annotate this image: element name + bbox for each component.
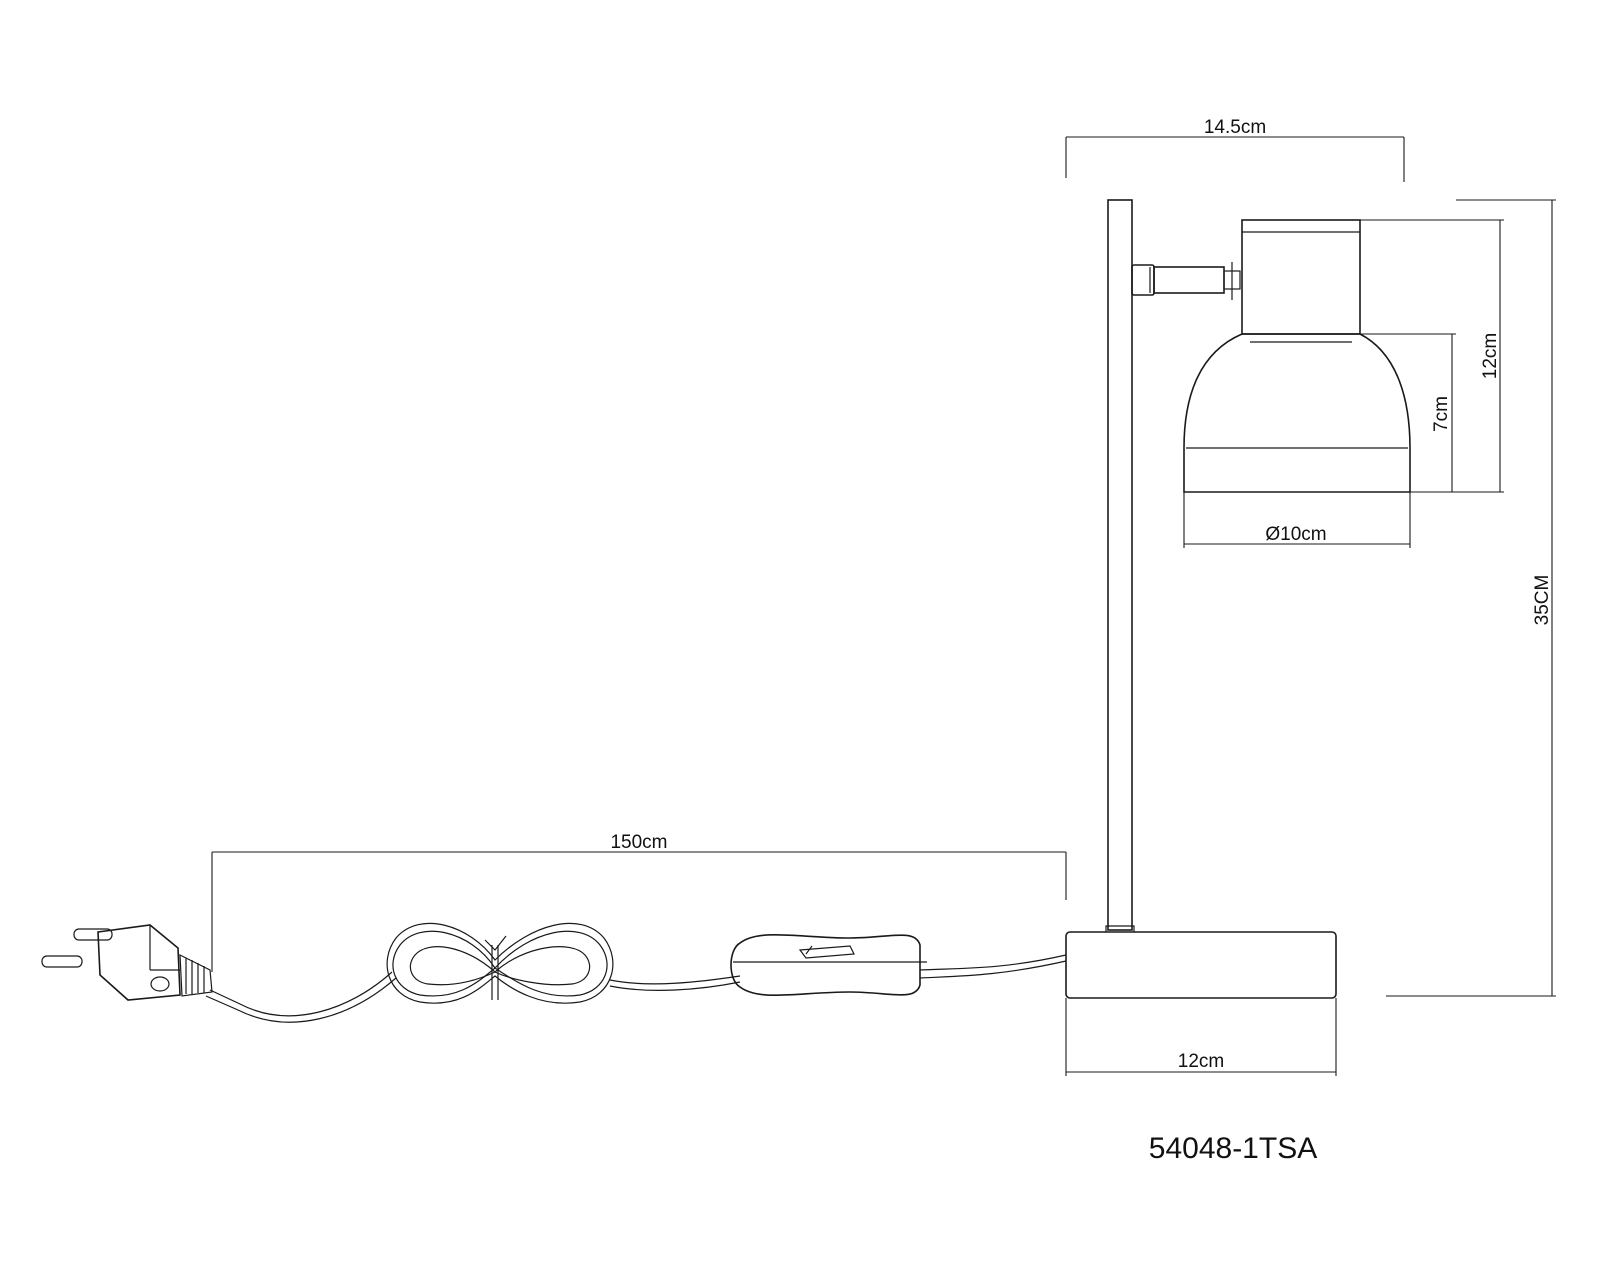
dimension-base-width: 12cm xyxy=(1065,998,1337,1076)
dimension-label-base-width: 12cm xyxy=(1178,1051,1224,1072)
power-cable xyxy=(205,954,1067,1023)
dimension-shade-width: 14.5cm xyxy=(1065,117,1405,182)
dimension-label-head-height: 12cm xyxy=(1480,333,1501,379)
lamp-head xyxy=(1131,219,1411,493)
plug xyxy=(41,924,213,1001)
dimension-label-cable-length: 150cm xyxy=(610,832,667,853)
dimension-cable-length: 150cm xyxy=(211,832,1067,972)
dimension-label-shade-diameter: Ø10cm xyxy=(1265,524,1326,545)
dimension-label-total-height: 35CM xyxy=(1532,575,1553,626)
dimension-total-height: 35CM xyxy=(1386,199,1556,997)
dimension-label-shade-width: 14.5cm xyxy=(1204,117,1266,138)
dimension-shade-diameter: Ø10cm xyxy=(1183,492,1411,548)
inline-switch xyxy=(730,933,927,997)
model-number: 54048-1TSA xyxy=(1149,1132,1317,1165)
coiled-cable xyxy=(386,922,614,1004)
dimension-label-shade-height: 7cm xyxy=(1431,396,1452,432)
lamp-base xyxy=(1065,925,1337,999)
dimension-shade-height: 7cm xyxy=(1360,333,1456,492)
dimension-head-height: 12cm xyxy=(1360,219,1504,493)
lamp-pole xyxy=(1107,199,1133,931)
